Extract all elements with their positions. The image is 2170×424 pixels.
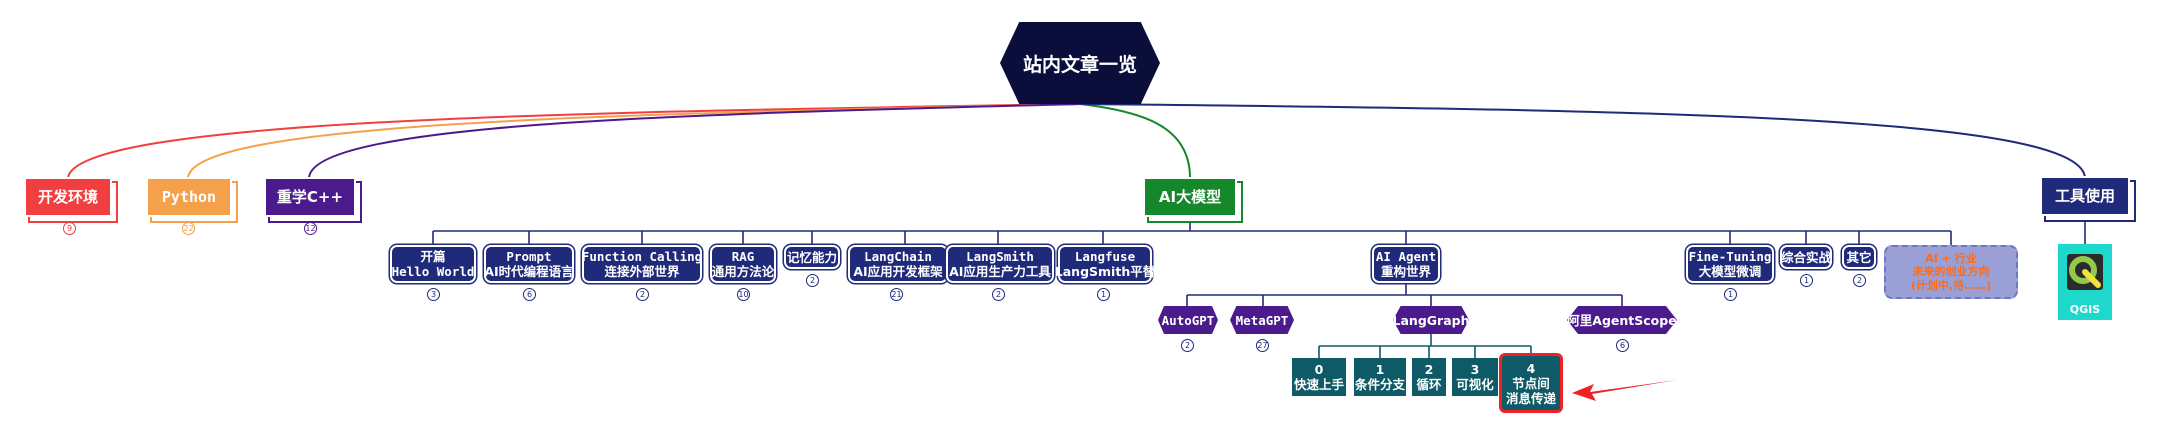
category-tools[interactable]: 工具使用: [2040, 176, 2130, 216]
topic-ai-industry-future[interactable]: AI + 行业 未来的创业方向 (计划中,待……): [1884, 245, 2018, 299]
count-badge: 9: [63, 222, 76, 235]
count-badge: 2: [806, 274, 819, 287]
count-badge: 21: [890, 288, 903, 301]
root-node[interactable]: 站内文章一览: [1000, 22, 1160, 104]
agent-autogpt[interactable]: AutoGPT: [1158, 306, 1218, 334]
count-badge: 2: [992, 288, 1005, 301]
count-badge: 12: [304, 222, 317, 235]
link-dev-env: [67, 103, 1081, 179]
topic-practice[interactable]: 综合实战: [1780, 245, 1832, 269]
agent-bus: [1186, 282, 1623, 306]
count-badge: 1: [1097, 288, 1110, 301]
category-ai[interactable]: AI大模型: [1143, 177, 1237, 217]
ai-bus: [432, 218, 1952, 246]
count-badge: 1: [1800, 274, 1813, 287]
count-badge: 3: [427, 288, 440, 301]
count-badge: 1: [1724, 288, 1737, 301]
langgraph-item-messaging[interactable]: 4 节点间 消息传递: [1502, 356, 1560, 410]
agent-metagpt[interactable]: MetaGPT: [1230, 306, 1294, 334]
count-badge: 2: [1181, 339, 1194, 352]
tool-qgis[interactable]: QGIS: [2058, 244, 2112, 320]
link-python: [187, 103, 1081, 179]
link-ai: [1079, 103, 1191, 179]
count-badge: 2: [1853, 274, 1866, 287]
count-badge: 22: [182, 222, 195, 235]
langgraph-bus: [1318, 334, 1532, 358]
category-python[interactable]: Python: [146, 177, 232, 217]
category-dev-env[interactable]: 开发环境: [24, 177, 112, 217]
count-badge: 27: [1256, 339, 1269, 352]
link-tools: [1079, 103, 2086, 179]
count-badge: 6: [1616, 339, 1629, 352]
qgis-logo-icon: [2067, 254, 2103, 290]
agent-langgraph[interactable]: LangGraph: [1393, 306, 1469, 334]
count-badge: 10: [737, 288, 750, 301]
count-badge: 6: [523, 288, 536, 301]
agent-agentscope[interactable]: 阿里AgentScope: [1567, 306, 1677, 334]
red-arrow-icon: [1572, 380, 1677, 401]
category-cpp[interactable]: 重学C++: [264, 177, 356, 217]
count-badge: 2: [636, 288, 649, 301]
topic-memory[interactable]: 记忆能力: [784, 245, 840, 269]
link-cpp: [308, 103, 1081, 179]
topic-other[interactable]: 其它: [1842, 245, 1876, 269]
